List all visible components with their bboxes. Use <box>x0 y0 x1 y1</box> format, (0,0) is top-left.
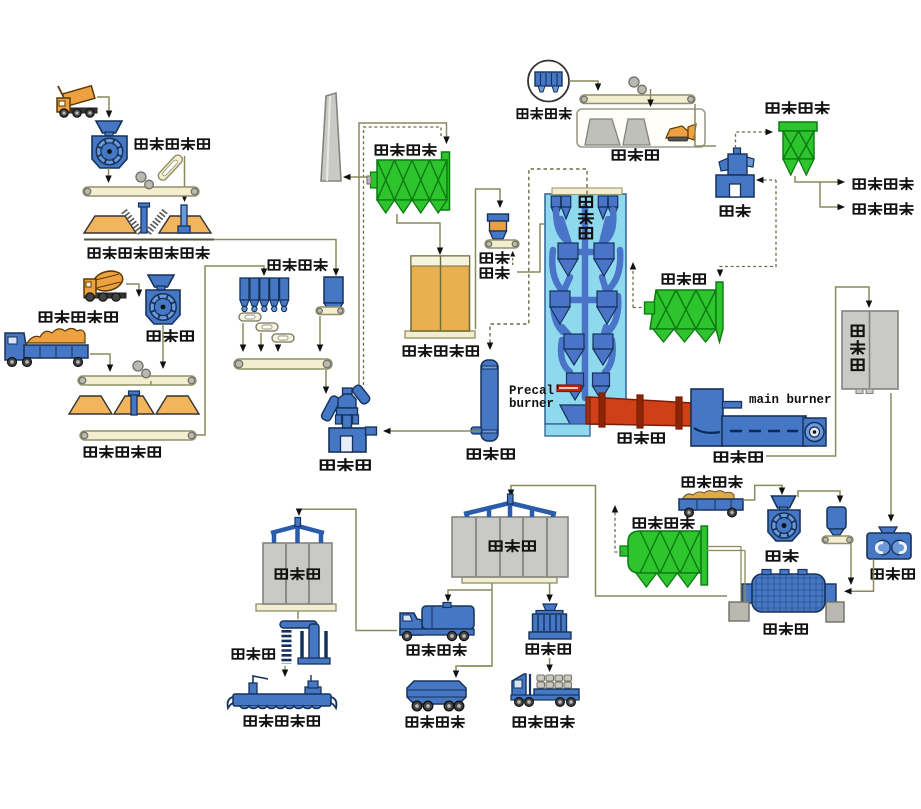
svg-text:Precal': Precal' <box>509 384 562 398</box>
svg-text:main burner: main burner <box>749 393 832 407</box>
svg-text:burner: burner <box>509 397 554 411</box>
